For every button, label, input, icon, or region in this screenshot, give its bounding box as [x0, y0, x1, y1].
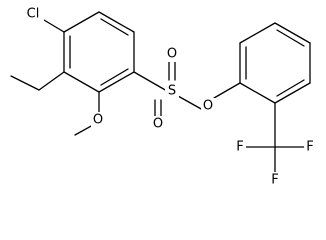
bond-cl [43, 19, 65, 33]
atom-o-sulfonyl-bottom: O [153, 117, 163, 132]
right-ring [239, 22, 311, 104]
atom-o-ester: O [203, 99, 213, 114]
atom-s: S [168, 84, 176, 99]
atom-labels: Cl S O O O O F F F [22, 6, 317, 188]
double-bond-inner [276, 29, 305, 47]
left-ring [63, 11, 135, 93]
atom-f-center: F [271, 173, 278, 188]
bond-ring-s [133, 71, 168, 92]
bond [239, 82, 276, 104]
bond [274, 22, 311, 44]
bond [274, 82, 311, 104]
bond-ethyl-1 [38, 71, 65, 91]
bond-ethyl-2 [10, 75, 40, 91]
bond-s-o-ester [177, 95, 204, 111]
bond [239, 22, 276, 44]
bond [98, 11, 135, 33]
bond-methoxy-methyl [74, 124, 94, 136]
atom-o-methoxy: O [93, 113, 103, 128]
atom-f-left: F [236, 140, 243, 155]
atom-o-sulfonyl-top: O [167, 47, 177, 62]
double-bond-inner [100, 68, 129, 86]
bond [98, 71, 135, 93]
atom-cl: Cl [27, 7, 40, 22]
double-bond-inner [100, 18, 129, 36]
atom-f-right: F [306, 140, 313, 155]
double-bond-inner [276, 79, 305, 97]
bond [63, 11, 100, 33]
structure-diagram: Cl S O O O O F F F [10, 6, 317, 188]
bond [63, 71, 100, 93]
bond-o-right-ring [213, 82, 241, 99]
